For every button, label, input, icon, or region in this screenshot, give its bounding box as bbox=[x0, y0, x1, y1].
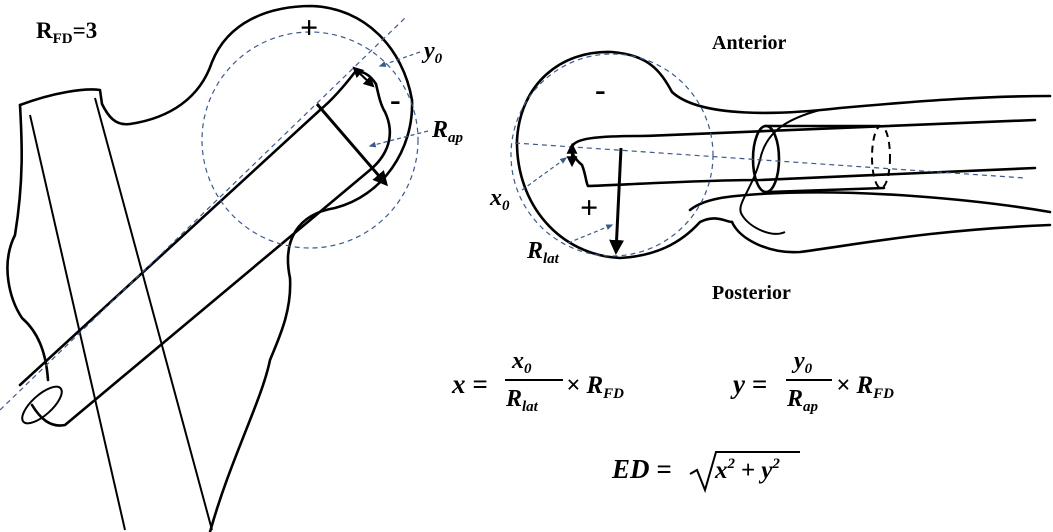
rap-label: Rap bbox=[431, 117, 464, 146]
rlat-leader bbox=[567, 224, 614, 244]
lateral-plus-sign: + bbox=[580, 189, 598, 225]
equation-ed: ED = x2+y2 bbox=[611, 451, 800, 494]
rap-leader bbox=[368, 130, 429, 148]
y0-arrow bbox=[352, 66, 375, 88]
barrel-near-end bbox=[751, 124, 781, 194]
lateral-minus-sign: - bbox=[595, 71, 606, 107]
x0-leader bbox=[521, 157, 568, 191]
svg-text:Rap: Rap bbox=[786, 386, 819, 415]
posterior-label: Posterior bbox=[712, 282, 791, 304]
y0-label: y0 bbox=[421, 38, 443, 67]
lag-screw-lateral bbox=[571, 118, 1037, 147]
ap-minus-sign: - bbox=[390, 81, 401, 117]
x0-label: x0 bbox=[489, 185, 510, 214]
femur-ap-outline bbox=[18, 4, 414, 532]
ap-head-circle bbox=[201, 31, 419, 249]
svg-text:x2+y2: x2+y2 bbox=[714, 456, 780, 484]
y0-leader bbox=[378, 51, 421, 67]
rlat-label: Rlat bbox=[526, 238, 560, 267]
femur-lateral-cortex-loop bbox=[739, 109, 821, 235]
svg-text:y =: y = bbox=[730, 369, 767, 399]
svg-text:ED =: ED = bbox=[611, 454, 672, 484]
rfd-label: RFD=3 bbox=[36, 18, 97, 47]
anterior-label: Anterior bbox=[712, 32, 787, 54]
svg-text:× RFD: × RFD bbox=[566, 372, 624, 402]
ap-axis-line bbox=[0, 17, 406, 411]
femur-lateral-outline bbox=[515, 50, 1052, 142]
equation-y: y = y0 Rap × RFD bbox=[730, 348, 894, 415]
lag-screw-ap bbox=[18, 70, 392, 427]
ap-shaft-line-2 bbox=[94, 97, 213, 531]
lateral-axis-line bbox=[514, 142, 1026, 179]
ap-plus-sign: + bbox=[300, 9, 318, 45]
barrel-outline bbox=[763, 124, 886, 194]
rlat-arrow bbox=[609, 147, 625, 255]
lateral-view: Anterior Posterior - + x0 Rlat bbox=[489, 32, 1052, 304]
svg-text:Rlat: Rlat bbox=[505, 386, 539, 415]
svg-text:x0: x0 bbox=[511, 348, 532, 377]
lag-screw-ap-end bbox=[21, 385, 63, 425]
svg-text:x =: x = bbox=[451, 369, 488, 399]
femur-lateral-lower-outline bbox=[515, 138, 734, 260]
femur-lateral-trochanter bbox=[688, 191, 1052, 214]
svg-text:y0: y0 bbox=[791, 348, 813, 377]
ap-view: RFD=3 + - y0 Rap bbox=[0, 4, 464, 532]
sqrt-sign bbox=[689, 451, 800, 494]
ap-shaft-line-1 bbox=[29, 114, 126, 531]
rap-arrow bbox=[315, 103, 388, 187]
lateral-head-circle bbox=[510, 53, 714, 257]
svg-text:× RFD: × RFD bbox=[836, 372, 894, 402]
femur-ap-lateral-cortex bbox=[6, 103, 50, 382]
femur-lateral-posterior bbox=[730, 220, 1052, 254]
equation-x: x = x0 Rlat × RFD bbox=[451, 348, 624, 415]
barrel-far-end bbox=[871, 125, 891, 189]
